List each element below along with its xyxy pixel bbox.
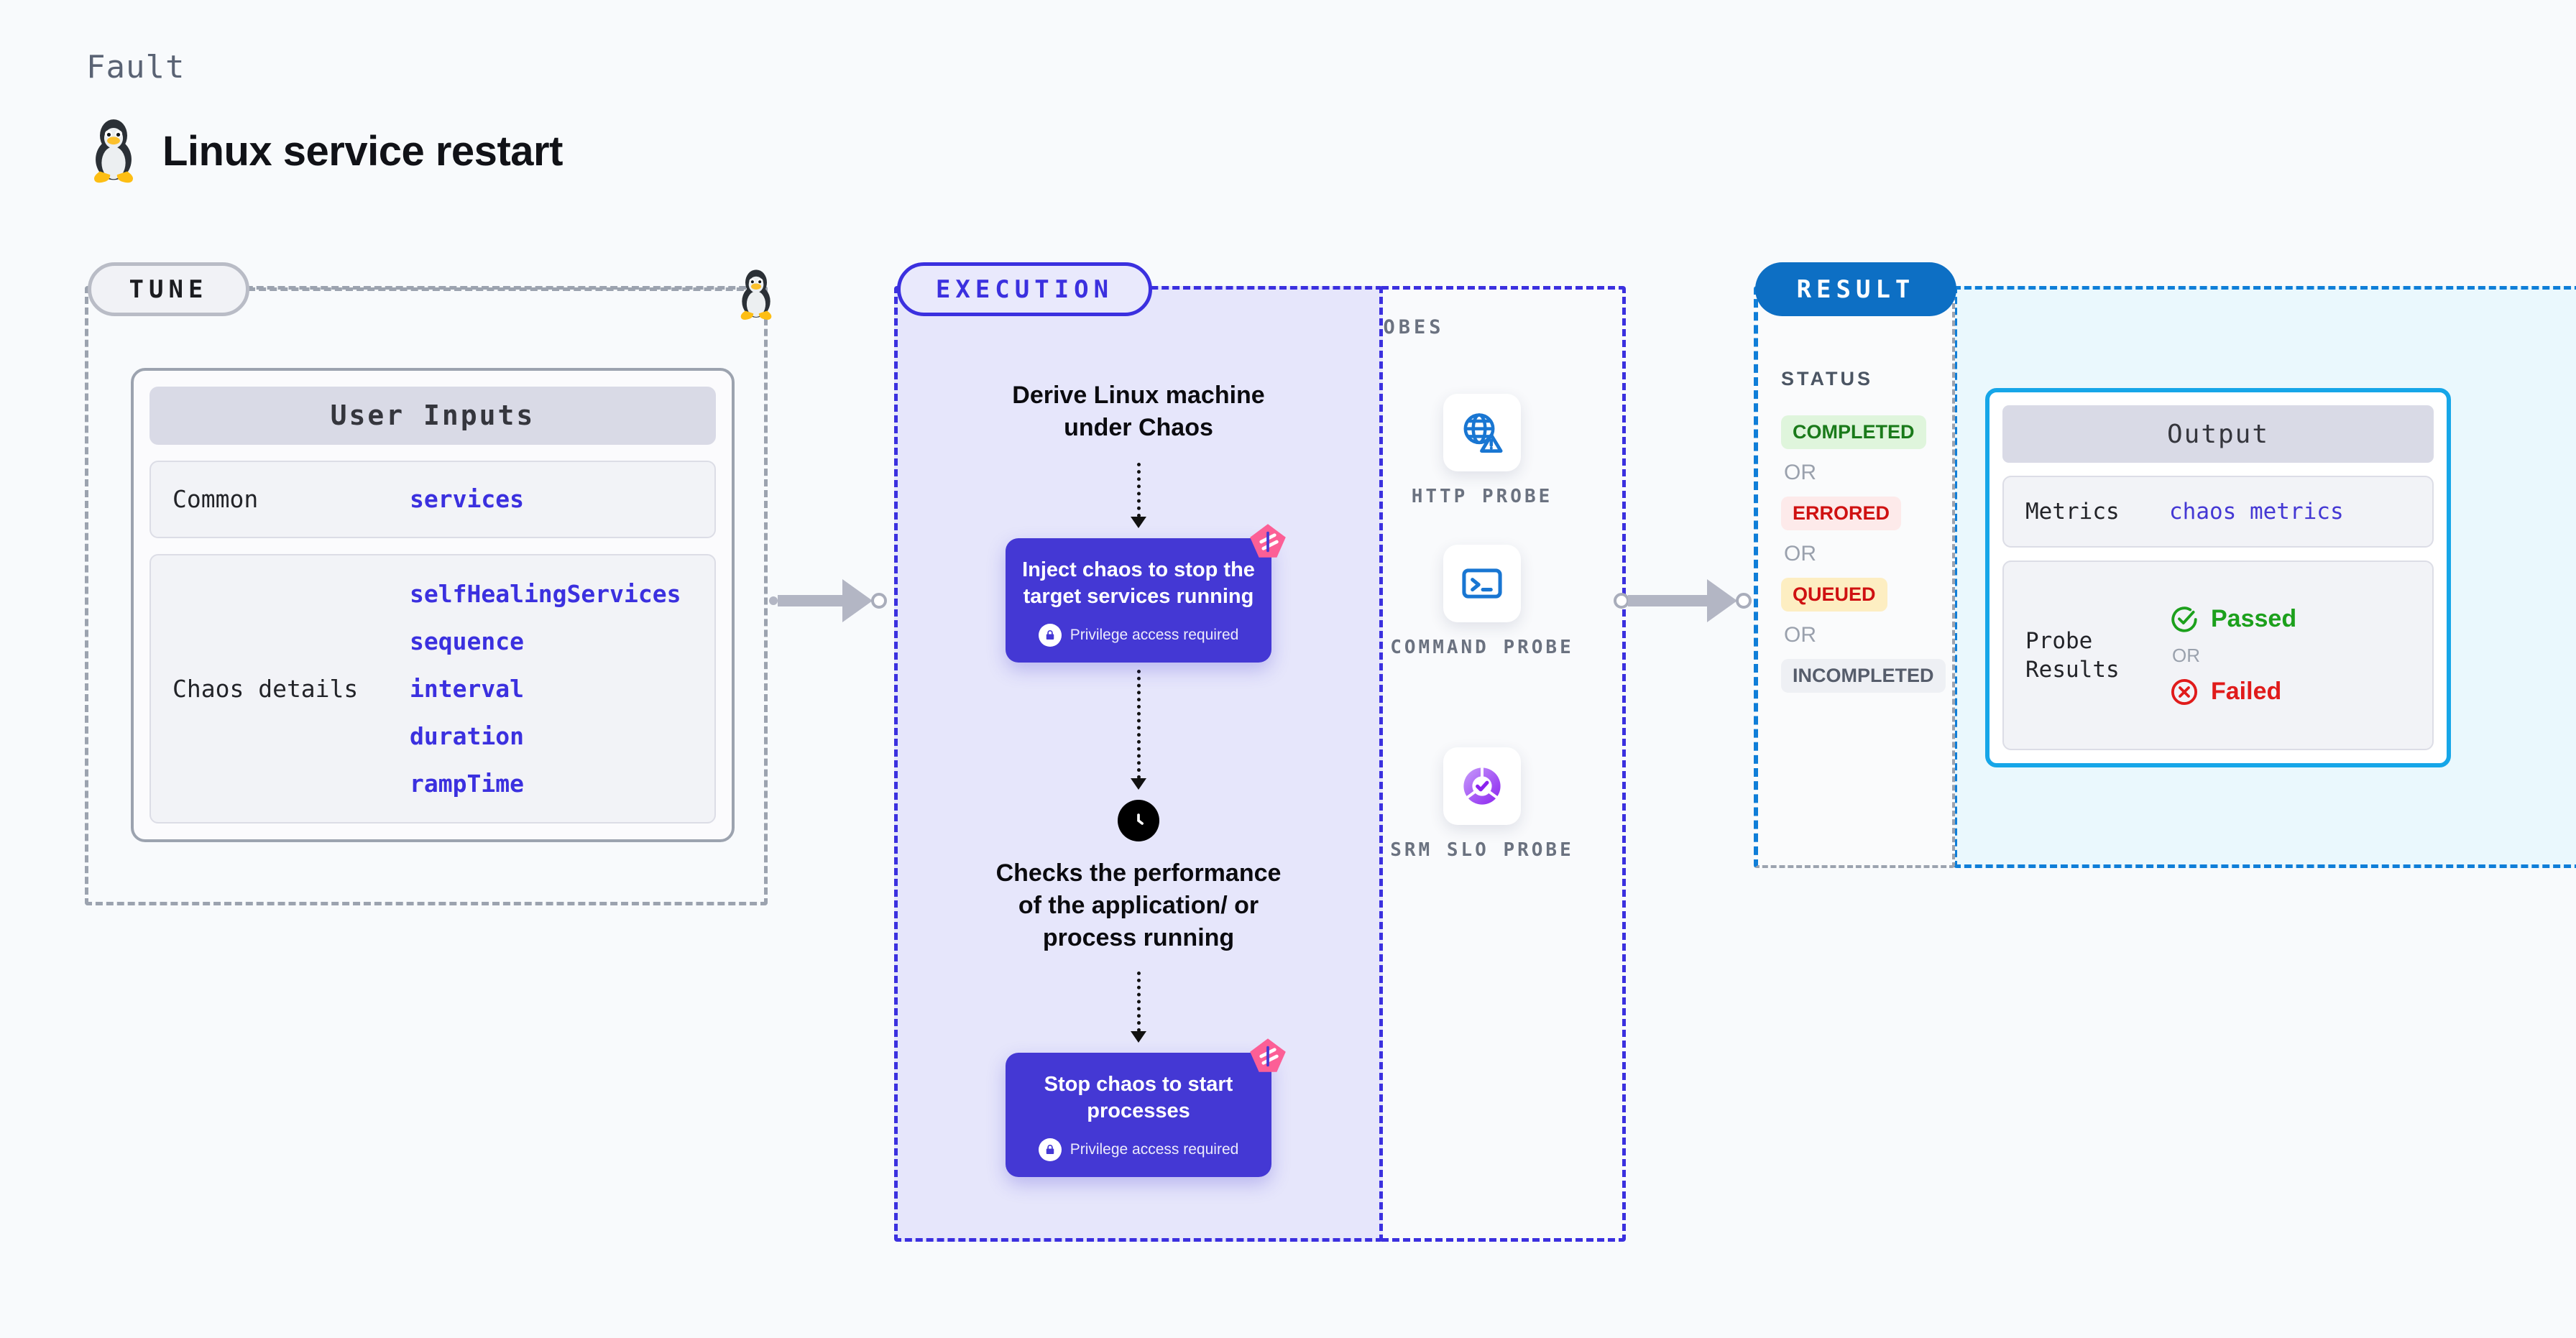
chaos-step-stop[interactable]: Stop chaos to start processes Privilege … bbox=[1006, 1038, 1286, 1178]
linux-penguin-icon bbox=[740, 269, 772, 320]
output-title: Output bbox=[2002, 405, 2434, 463]
status-or: OR bbox=[1784, 542, 1816, 566]
fault-title-row: Linux service restart bbox=[86, 115, 563, 187]
result-panel-label: RESULT bbox=[1755, 262, 1956, 316]
terminal-icon bbox=[1462, 568, 1502, 599]
privilege-text: Privilege access required bbox=[1070, 627, 1239, 644]
tune-value[interactable]: sequence bbox=[410, 627, 524, 655]
lock-icon bbox=[1038, 624, 1062, 647]
execution-flow: Derive Linux machine under Chaos Inject … bbox=[894, 286, 1383, 1242]
probe-label: HTTP PROBE bbox=[1411, 486, 1553, 507]
clock-icon bbox=[1118, 800, 1159, 842]
result-status-panel bbox=[1754, 286, 1955, 868]
status-badge-queued: QUEUED bbox=[1781, 578, 1887, 612]
page-title: Linux service restart bbox=[162, 127, 563, 175]
flow-arrow bbox=[1131, 971, 1146, 1043]
tune-row-chaos-details: Chaos details selfHealingServices sequen… bbox=[150, 554, 716, 823]
tune-row-values: selfHealingServices sequence interval du… bbox=[410, 580, 681, 798]
probe-item-srm-slo[interactable]: SRM SLO PROBE bbox=[1338, 747, 1626, 863]
litmus-chaos-icon bbox=[1250, 1038, 1286, 1072]
tune-value[interactable]: selfHealingServices bbox=[410, 580, 681, 608]
probe-tile bbox=[1443, 747, 1521, 825]
probe-item-command[interactable]: COMMAND PROBE bbox=[1338, 545, 1626, 660]
probe-failed-label: Failed bbox=[2211, 678, 2282, 705]
x-circle-icon bbox=[2171, 678, 2198, 705]
probe-tile bbox=[1443, 394, 1521, 471]
tune-value[interactable]: interval bbox=[410, 675, 524, 703]
linux-penguin-icon bbox=[93, 119, 134, 183]
chaos-step-inject[interactable]: Inject chaos to stop the target services… bbox=[1006, 523, 1286, 663]
connector-execution-to-result bbox=[1614, 579, 1752, 622]
status-badge-errored: ERRORED bbox=[1781, 497, 1902, 530]
probe-result-passed: Passed bbox=[2169, 604, 2296, 635]
tune-row-common: Common services bbox=[150, 460, 716, 538]
globe-warning-icon bbox=[1463, 413, 1503, 453]
check-circle-icon bbox=[2171, 606, 2197, 632]
probe-result-failed: Failed bbox=[2169, 677, 2296, 707]
probe-passed-label: Passed bbox=[2211, 605, 2297, 632]
lock-icon bbox=[1038, 1138, 1062, 1162]
status-column-title: STATUS bbox=[1781, 368, 1873, 389]
output-row-key: Metrics bbox=[2025, 498, 2120, 525]
chaos-step-title: Inject chaos to stop the target services… bbox=[1022, 558, 1255, 609]
tune-row-values: services bbox=[410, 485, 524, 513]
probe-label: COMMAND PROBE bbox=[1390, 637, 1574, 658]
flow-step-text: Checks the performance of the applicatio… bbox=[995, 859, 1282, 951]
tune-row-key: Chaos details bbox=[172, 674, 359, 703]
flow-arrow bbox=[1131, 670, 1146, 790]
slo-gauge-icon bbox=[1463, 767, 1501, 805]
litmus-chaos-icon bbox=[1250, 523, 1286, 558]
probe-item-http[interactable]: HTTP PROBE bbox=[1338, 394, 1626, 509]
chaos-step-title: Stop chaos to start processes bbox=[1044, 1072, 1233, 1123]
probe-result-or: OR bbox=[2172, 644, 2200, 666]
output-row-metrics: Metrics chaos metrics bbox=[2002, 476, 2434, 548]
status-list: COMPLETED OR ERRORED OR QUEUED OR INCOMP… bbox=[1781, 415, 1954, 693]
flow-step-text: Derive Linux machine under Chaos bbox=[1012, 382, 1265, 441]
user-inputs-card: User Inputs Common services Chaos detail… bbox=[131, 368, 735, 842]
privilege-note: Privilege access required bbox=[1021, 1138, 1256, 1162]
tune-value[interactable]: duration bbox=[410, 722, 524, 750]
output-metrics-value[interactable]: chaos metrics bbox=[2169, 499, 2344, 525]
probe-tile bbox=[1443, 545, 1521, 622]
status-or: OR bbox=[1784, 623, 1816, 647]
output-row-probe-results: Probe Results Passed OR Faile bbox=[2002, 560, 2434, 750]
user-inputs-title: User Inputs bbox=[150, 387, 716, 445]
output-row-key: Probe Results bbox=[2025, 627, 2120, 683]
tune-panel-label: TUNE bbox=[88, 262, 249, 316]
tune-value[interactable]: services bbox=[410, 485, 524, 514]
privilege-note: Privilege access required bbox=[1021, 624, 1256, 647]
tune-top-connector-line bbox=[248, 287, 755, 295]
probe-result-states: Passed OR Failed bbox=[2169, 604, 2296, 707]
status-badge-completed: COMPLETED bbox=[1781, 415, 1926, 449]
tune-value[interactable]: rampTime bbox=[410, 770, 524, 798]
execution-panel-label: EXECUTION bbox=[897, 262, 1152, 316]
status-or: OR bbox=[1784, 461, 1816, 484]
tune-row-key: Common bbox=[172, 485, 259, 514]
connector-tune-to-execution bbox=[769, 579, 887, 622]
privilege-text: Privilege access required bbox=[1070, 1141, 1239, 1158]
output-card: Output Metrics chaos metrics Probe Resul… bbox=[1985, 388, 2451, 767]
fault-eyebrow-label: Fault bbox=[86, 49, 185, 86]
probe-label: SRM SLO PROBE bbox=[1390, 839, 1574, 861]
status-badge-incompleted: INCOMPLETED bbox=[1781, 659, 1946, 693]
flow-arrow bbox=[1131, 462, 1146, 528]
